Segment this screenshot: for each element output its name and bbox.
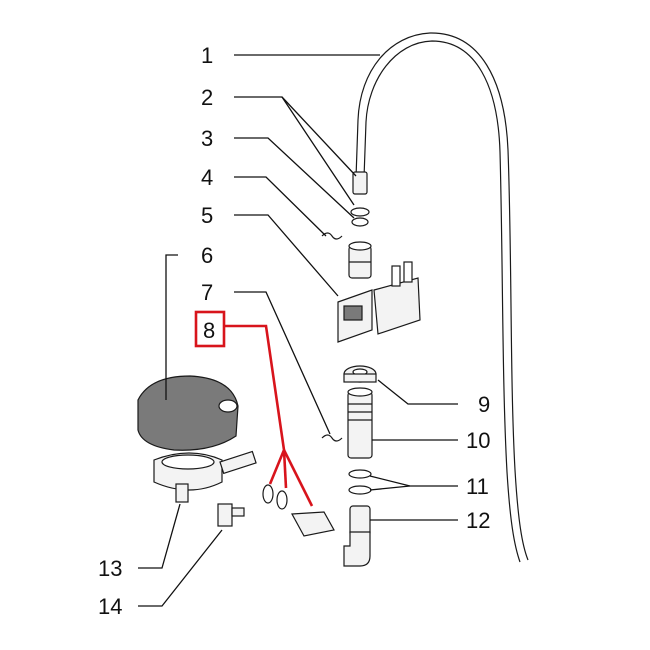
nut-part-9 bbox=[343, 365, 377, 383]
callout-14: 14 bbox=[98, 594, 122, 619]
oring-part-2 bbox=[350, 207, 370, 217]
tube-part-1 bbox=[352, 32, 529, 563]
oring-part-11b bbox=[348, 485, 372, 495]
callout-labels: 1 2 3 4 5 6 7 8 9 10 11 12 13 14 bbox=[98, 43, 490, 619]
nozzle-part-8 bbox=[291, 511, 335, 537]
dispenser-assembly bbox=[137, 375, 257, 503]
callout-1: 1 bbox=[201, 43, 213, 68]
callout-2: 2 bbox=[201, 85, 213, 110]
leader-lines bbox=[138, 54, 458, 607]
oring-part-8b bbox=[276, 490, 288, 510]
solenoid-valve bbox=[337, 261, 421, 343]
connector-part-5 bbox=[348, 241, 372, 279]
clip-part-7 bbox=[321, 434, 343, 442]
callout-5: 5 bbox=[201, 203, 213, 228]
highlight-leader-part-8 bbox=[194, 310, 314, 507]
callout-8: 8 bbox=[203, 318, 215, 343]
tube-end-fitting bbox=[352, 171, 368, 195]
callout-6: 6 bbox=[201, 243, 213, 268]
callout-13: 13 bbox=[98, 556, 122, 581]
callout-4: 4 bbox=[201, 165, 213, 190]
callout-10: 10 bbox=[466, 428, 490, 453]
callout-11: 11 bbox=[466, 474, 489, 499]
clip-part-4 bbox=[321, 232, 343, 240]
fitting-part-10 bbox=[347, 387, 373, 459]
fitting-part-14 bbox=[217, 503, 245, 527]
callout-12: 12 bbox=[466, 508, 490, 533]
elbow-part-12 bbox=[343, 505, 371, 567]
callout-8-highlight-box bbox=[194, 310, 226, 348]
callout-7: 7 bbox=[201, 280, 213, 305]
oring-part-3 bbox=[351, 217, 369, 227]
oring-part-8a bbox=[262, 484, 274, 504]
callout-3: 3 bbox=[201, 126, 213, 151]
oring-part-11a bbox=[348, 469, 372, 479]
callout-9: 9 bbox=[478, 392, 490, 417]
